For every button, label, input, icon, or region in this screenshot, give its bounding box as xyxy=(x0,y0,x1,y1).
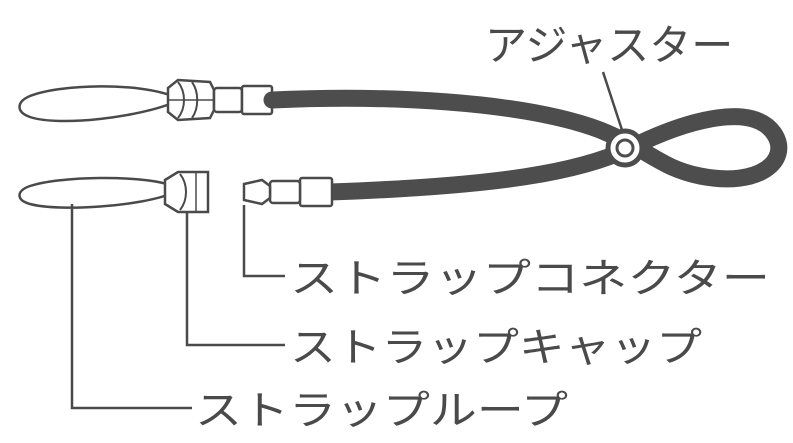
adjuster-label: アジャスター xyxy=(485,21,733,70)
lower-strap-cap xyxy=(163,170,210,214)
cap-leader xyxy=(185,213,285,347)
upper-strap-cap xyxy=(166,78,216,122)
connector-leader xyxy=(242,205,285,278)
cap-label: ストラップキャップ xyxy=(290,325,702,371)
lower-strap-connector xyxy=(242,176,334,208)
strap-body xyxy=(263,89,788,201)
lower-string-loop xyxy=(18,176,171,209)
adjuster-leader xyxy=(601,71,624,131)
connector-label: ストラップコネクター xyxy=(290,256,770,302)
upper-strap-connector xyxy=(212,84,274,116)
loop-label: ストラップループ xyxy=(195,388,568,434)
upper-string-loop xyxy=(18,85,176,123)
adjuster-ring xyxy=(605,128,645,168)
loop-leader xyxy=(70,204,192,410)
